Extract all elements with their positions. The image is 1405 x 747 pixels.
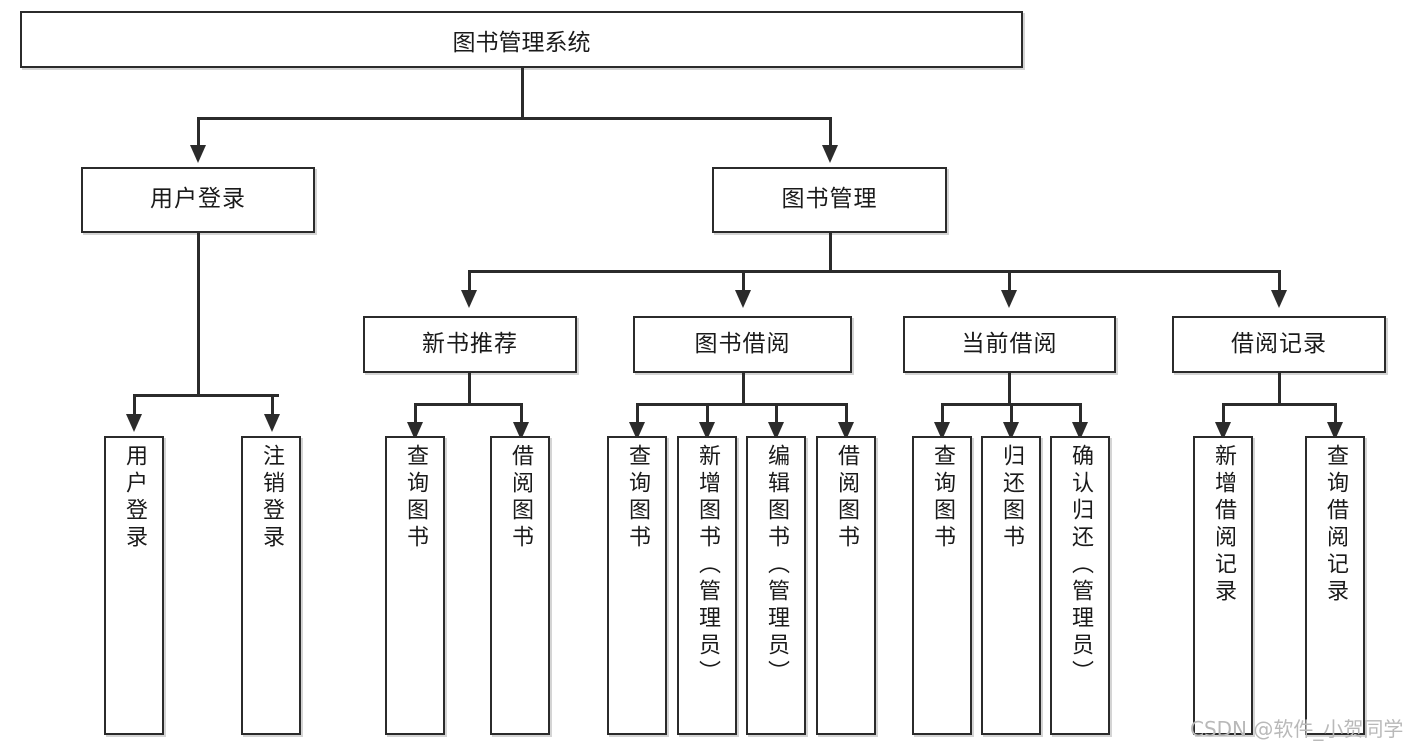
leaf-current-borrow-query[interactable]: 查询图书: [912, 436, 972, 735]
leaf-label: 借阅图书: [508, 444, 533, 552]
arrowhead-leaf-current-borrow-1: [934, 422, 950, 440]
arrowhead-leaf-current-borrow-2: [1003, 422, 1019, 440]
leaf-label: 查询图书: [403, 444, 428, 552]
arrowhead-leaf-book-borrow-4: [838, 422, 854, 440]
node-label: 当前借阅: [961, 330, 1058, 357]
leaf-book-borrow-query[interactable]: 查询图书: [607, 436, 667, 735]
leaf-label: 查询图书: [625, 444, 650, 552]
leaf-new-book-borrow[interactable]: 借阅图书: [490, 436, 550, 735]
connector-borrow-record-stem: [1278, 373, 1281, 405]
connector-book-borrow-drop-2: [706, 403, 709, 425]
node-borrow-record[interactable]: 借阅记录: [1172, 316, 1386, 373]
leaf-label: 借阅图书: [834, 444, 859, 552]
connector-to-borrow-record: [1278, 270, 1281, 292]
leaf-book-borrow-borrow[interactable]: 借阅图书: [816, 436, 876, 735]
leaf-current-borrow-confirm[interactable]: 确认归还（管理员）: [1050, 436, 1110, 735]
connector-user-login-bar: [133, 394, 279, 397]
arrowhead-to-book-borrow: [735, 290, 751, 308]
connector-user-login-drop-2: [271, 394, 274, 416]
leaf-label: 新增图书（管理员）: [695, 444, 720, 687]
node-book-borrow[interactable]: 图书借阅: [633, 316, 852, 373]
connector-to-new-book: [468, 270, 471, 292]
connector-new-book-drop-1: [414, 403, 417, 425]
leaf-borrow-record-query[interactable]: 查询借阅记录: [1305, 436, 1365, 735]
leaf-user-login-login[interactable]: 用户登录: [104, 436, 164, 735]
arrowhead-to-current-borrow: [1001, 290, 1017, 308]
arrowhead-leaf-book-borrow-1: [629, 422, 645, 440]
connector-book-borrow-stem: [742, 373, 745, 405]
node-label: 用户登录: [150, 186, 246, 213]
connector-root-to-user-login: [197, 117, 200, 147]
arrowhead-leaf-user-login-2: [264, 414, 280, 432]
watermark-csdn: CSDN @软件_小贺同学: [1190, 717, 1404, 741]
connector-current-borrow-drop-2: [1010, 403, 1013, 425]
node-user-login[interactable]: 用户登录: [81, 167, 315, 233]
connector-borrow-record-bar: [1222, 403, 1336, 406]
arrowhead-to-borrow-record: [1271, 290, 1287, 308]
connector-book-borrow-drop-1: [636, 403, 639, 425]
node-label: 图书管理: [781, 186, 878, 213]
connector-book-borrow-drop-3: [775, 403, 778, 425]
arrowhead-to-user-login: [190, 145, 206, 163]
node-label: 图书借阅: [694, 330, 791, 357]
leaf-current-borrow-return[interactable]: 归还图书: [981, 436, 1041, 735]
connector-level3-bar: [468, 270, 1280, 273]
connector-borrow-record-drop-2: [1334, 403, 1337, 425]
node-label: 图书管理系统: [452, 29, 591, 56]
connector-book-borrow-bar: [636, 403, 848, 406]
leaf-label: 归还图书: [999, 444, 1024, 552]
leaf-new-book-query[interactable]: 查询图书: [385, 436, 445, 735]
node-label: 借阅记录: [1231, 330, 1327, 357]
arrowhead-leaf-new-book-1: [407, 422, 423, 440]
arrowhead-leaf-borrow-record-1: [1215, 422, 1231, 440]
leaf-label: 查询图书: [930, 444, 955, 552]
node-current-borrow[interactable]: 当前借阅: [903, 316, 1116, 373]
arrowhead-leaf-current-borrow-3: [1072, 422, 1088, 440]
node-new-book-recommend[interactable]: 新书推荐: [363, 316, 577, 373]
connector-to-current-borrow: [1008, 270, 1011, 292]
arrowhead-leaf-user-login-1: [126, 414, 142, 432]
connector-new-book-bar: [414, 403, 522, 406]
arrowhead-leaf-book-borrow-3: [768, 422, 784, 440]
leaf-book-borrow-edit[interactable]: 编辑图书（管理员）: [746, 436, 806, 735]
connector-book-borrow-drop-4: [845, 403, 848, 425]
connector-user-login-drop-1: [133, 394, 136, 416]
leaf-label: 用户登录: [122, 444, 147, 552]
connector-new-book-drop-2: [520, 403, 523, 425]
leaf-label: 注销登录: [259, 444, 284, 552]
leaf-borrow-record-add[interactable]: 新增借阅记录: [1193, 436, 1253, 735]
connector-to-book-borrow: [742, 270, 745, 292]
arrowhead-to-book-manage: [822, 145, 838, 163]
connector-borrow-record-drop-1: [1222, 403, 1225, 425]
leaf-label: 查询借阅记录: [1323, 444, 1348, 606]
leaf-book-borrow-add[interactable]: 新增图书（管理员）: [677, 436, 737, 735]
connector-current-borrow-drop-1: [941, 403, 944, 425]
connector-root-to-book-manage: [829, 117, 832, 147]
arrowhead-leaf-book-borrow-2: [699, 422, 715, 440]
connector-user-login-stem: [197, 233, 200, 396]
leaf-label: 确认归还（管理员）: [1068, 444, 1093, 687]
connector-new-book-stem: [468, 373, 471, 405]
connector-current-borrow-stem: [1008, 373, 1011, 405]
leaf-user-login-logout[interactable]: 注销登录: [241, 436, 301, 735]
leaf-label: 编辑图书（管理员）: [764, 444, 789, 687]
arrowhead-leaf-new-book-2: [513, 422, 529, 440]
leaf-label: 新增借阅记录: [1211, 444, 1236, 606]
connector-root-bar: [197, 117, 831, 120]
node-label: 新书推荐: [422, 330, 518, 357]
connector-root-stem: [521, 68, 524, 118]
connector-book-manage-stem: [829, 233, 832, 272]
node-book-management[interactable]: 图书管理: [712, 167, 947, 233]
connector-current-borrow-drop-3: [1079, 403, 1082, 425]
arrowhead-to-new-book: [461, 290, 477, 308]
node-root-system[interactable]: 图书管理系统: [20, 11, 1023, 68]
arrowhead-leaf-borrow-record-2: [1327, 422, 1343, 440]
